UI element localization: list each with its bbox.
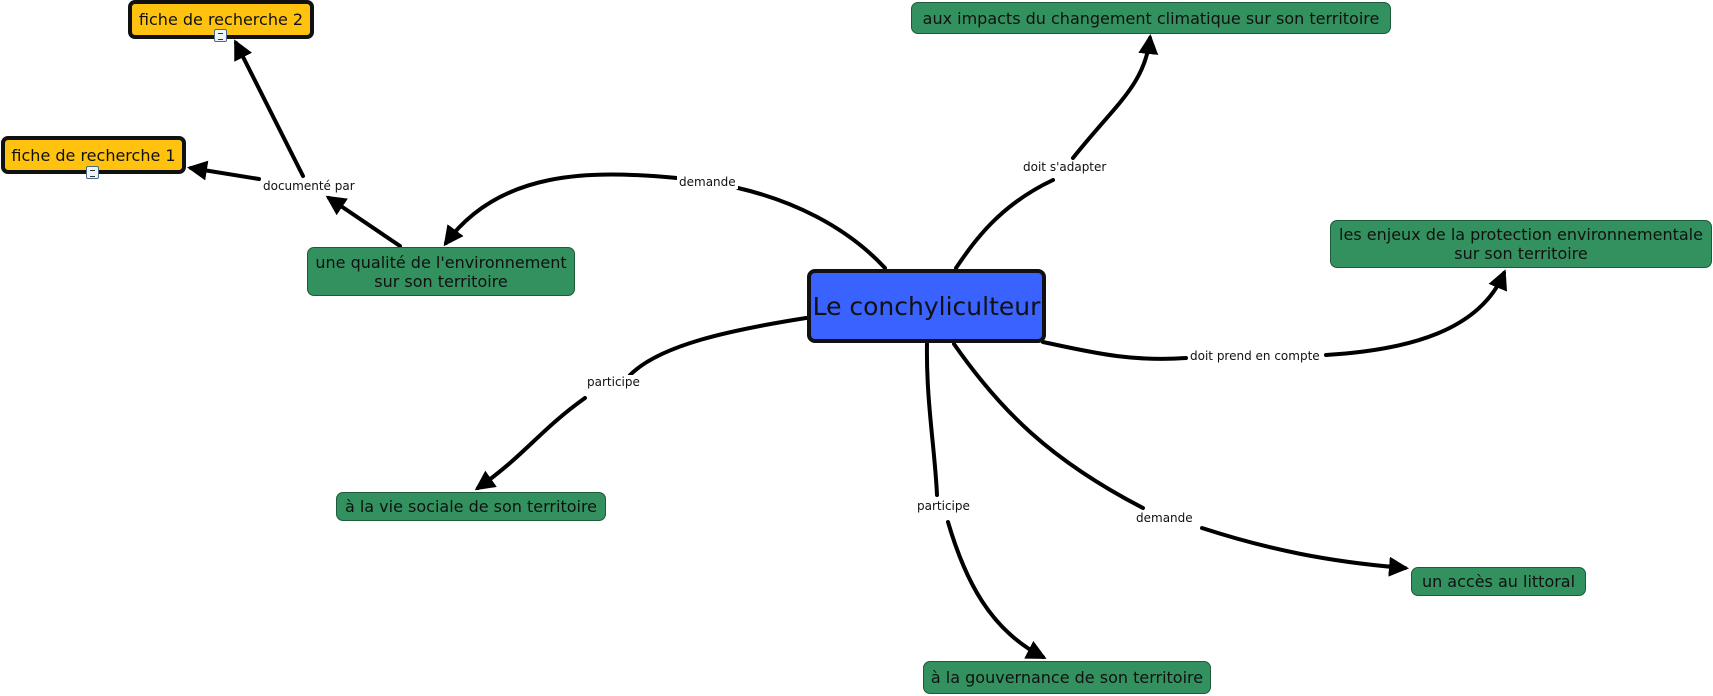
link-label-doit-prend: doit prend en compte (1188, 349, 1322, 363)
link-label-doit-adapter: doit s'adapter (1021, 160, 1109, 174)
concept-node-enjeux[interactable]: les enjeux de la protection environnemen… (1330, 220, 1712, 268)
link-label-demande-2: demande (1134, 511, 1195, 525)
concept-label-vie-sociale: à la vie sociale de son territoire (344, 497, 598, 516)
concept-node-gouvernance[interactable]: à la gouvernance de son territoire (923, 661, 1211, 694)
document-icon[interactable] (86, 166, 99, 179)
concept-node-littoral[interactable]: un accès au littoral (1411, 567, 1586, 596)
central-concept-node[interactable]: Le conchyliculteur (807, 269, 1046, 343)
connector-participe-1-out (474, 396, 587, 491)
concept-node-vie-sociale[interactable]: à la vie sociale de son territoire (336, 492, 606, 521)
connector-doit-adapter-in (954, 178, 1055, 270)
connector-doit-adapter-out (1071, 34, 1159, 160)
connector-doit-prend-in (1041, 340, 1188, 361)
concept-label-gouvernance: à la gouvernance de son territoire (930, 668, 1204, 687)
concept-label-qualite: une qualité de l'environnement sur son t… (315, 252, 567, 291)
concept-label-enjeux: les enjeux de la protection environnemen… (1339, 225, 1703, 263)
concept-node-qualite[interactable]: une qualité de l'environnement sur son t… (307, 247, 575, 296)
link-label-documente-par: documenté par (261, 179, 357, 193)
connector-documente-fiche2 (234, 39, 305, 178)
concept-node-climat[interactable]: aux impacts du changement climatique sur… (911, 2, 1391, 34)
concept-label-climat: aux impacts du changement climatique sur… (922, 8, 1380, 28)
connector-participe-2-in (924, 342, 939, 497)
connector-documente-in (325, 195, 402, 248)
connector-participe-1-in (628, 316, 808, 377)
concept-label-littoral: un accès au littoral (1421, 572, 1576, 591)
connector-demande-1-out (443, 172, 679, 247)
connector-doit-prend-out (1324, 269, 1507, 357)
connector-documente-fiche1 (187, 160, 261, 181)
link-label-participe-2: participe (915, 499, 972, 513)
central-concept-label: Le conchyliculteur (812, 291, 1041, 321)
link-label-participe-1: participe (585, 375, 642, 389)
link-label-demande-1: demande (677, 175, 738, 189)
connector-demande-1-in (736, 186, 887, 270)
connector-participe-2-out (946, 520, 1047, 659)
connector-demande-2-out (1200, 526, 1409, 577)
resource-label-fiche-2: fiche de recherche 2 (138, 10, 304, 29)
connector-demande-2-in (952, 342, 1145, 510)
document-icon[interactable] (214, 29, 227, 42)
resource-label-fiche-1: fiche de recherche 1 (11, 145, 176, 165)
